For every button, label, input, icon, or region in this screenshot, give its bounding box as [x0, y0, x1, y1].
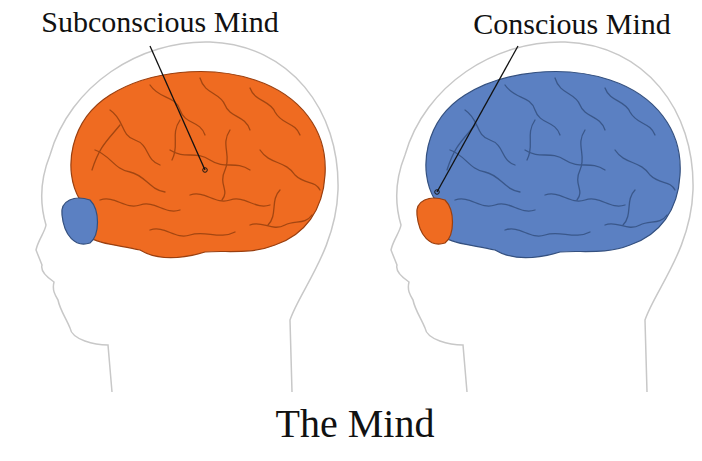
leader-line: [437, 46, 518, 192]
callout-label: Conscious Mind: [473, 7, 671, 40]
leader-line: [150, 46, 205, 170]
callout-label: Subconscious Mind: [41, 5, 279, 38]
right-head: [391, 42, 693, 392]
diagram-title: The Mind: [276, 402, 435, 446]
left-head: [36, 42, 338, 392]
